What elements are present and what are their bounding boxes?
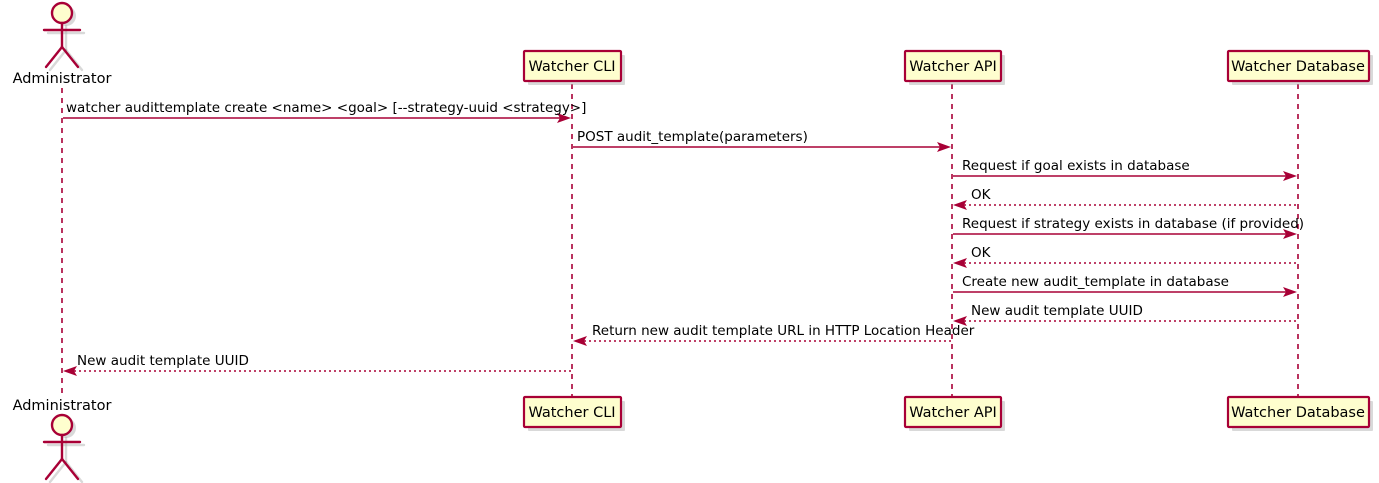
participant-box [1226, 395, 1371, 429]
lifelines-layer [61, 84, 1299, 398]
actor-left-leg-line [44, 457, 64, 481]
message-label-4: Request if strategy exists in database (… [962, 216, 1304, 232]
participant-label-watcher-api: Watcher API [909, 405, 997, 421]
participant-label-watcher-cli: Watcher CLI [528, 405, 615, 421]
actor-administrator-bottom[interactable]: Administrator [13, 398, 112, 483]
message-label-6: Create new audit_template in database [962, 274, 1229, 290]
message-2[interactable]: Request if goal exists in database [953, 158, 1297, 181]
participant-box [522, 49, 623, 83]
message-0[interactable]: watcher audittemplate create <name> <goa… [63, 100, 586, 123]
participant-label-watcher-database: Watcher Database [1231, 405, 1365, 421]
actor-right-leg-line [60, 45, 80, 69]
arrow-head-left-icon [63, 366, 77, 376]
message-9[interactable]: New audit template UUID [63, 353, 571, 376]
participant-box [1226, 49, 1371, 83]
arrow-head-left-icon [573, 336, 587, 346]
participant-box [903, 395, 1003, 429]
arrow-head-right-icon [1283, 229, 1297, 239]
participant-watcher-database-bottom[interactable]: Watcher Database [1226, 395, 1373, 431]
message-label-5: OK [971, 245, 992, 261]
actor-administrator-top[interactable]: Administrator [13, 1, 112, 87]
arrow-head-right-icon [937, 142, 951, 152]
message-label-8: Return new audit template URL in HTTP Lo… [592, 323, 975, 339]
actor-label-administrator-bottom: Administrator [13, 398, 112, 414]
participant-label-watcher-database: Watcher Database [1231, 59, 1365, 75]
message-label-7: New audit template UUID [971, 303, 1143, 319]
arrow-head-right-icon [1283, 287, 1297, 297]
message-3[interactable]: OK [953, 187, 1297, 210]
arrow-head-right-icon [557, 113, 571, 123]
participant-watcher-api-top[interactable]: Watcher API [903, 49, 1005, 85]
arrow-head-left-icon [953, 200, 967, 210]
actor-head-icon [50, 1, 74, 25]
participant-box [903, 49, 1003, 83]
actor-left-leg-line [44, 45, 64, 69]
message-4[interactable]: Request if strategy exists in database (… [953, 216, 1304, 239]
message-label-0: watcher audittemplate create <name> <goa… [66, 100, 586, 116]
message-7[interactable]: New audit template UUID [953, 303, 1297, 326]
participant-watcher-cli-bottom[interactable]: Watcher CLI [522, 395, 625, 431]
message-6[interactable]: Create new audit_template in database [953, 274, 1297, 297]
participant-watcher-api-bottom[interactable]: Watcher API [903, 395, 1005, 431]
participant-label-watcher-api: Watcher API [909, 59, 997, 75]
participant-box [522, 395, 623, 429]
arrow-head-left-icon [953, 316, 967, 326]
message-label-3: OK [971, 187, 992, 203]
message-5[interactable]: OK [953, 245, 1297, 268]
message-label-1: POST audit_template(parameters) [577, 129, 808, 145]
participant-label-watcher-cli: Watcher CLI [528, 59, 615, 75]
message-label-9: New audit template UUID [77, 353, 249, 369]
message-1[interactable]: POST audit_template(parameters) [573, 129, 951, 152]
actor-label-administrator-top: Administrator [13, 71, 112, 87]
actor-right-leg-line [60, 457, 80, 481]
message-8[interactable]: Return new audit template URL in HTTP Lo… [573, 323, 975, 346]
participant-watcher-database-top[interactable]: Watcher Database [1226, 49, 1373, 85]
arrow-head-left-icon [953, 258, 967, 268]
arrow-head-right-icon [1283, 171, 1297, 181]
participant-watcher-cli-top[interactable]: Watcher CLI [522, 49, 625, 85]
actor-head-icon [50, 413, 74, 437]
message-label-2: Request if goal exists in database [962, 158, 1190, 174]
